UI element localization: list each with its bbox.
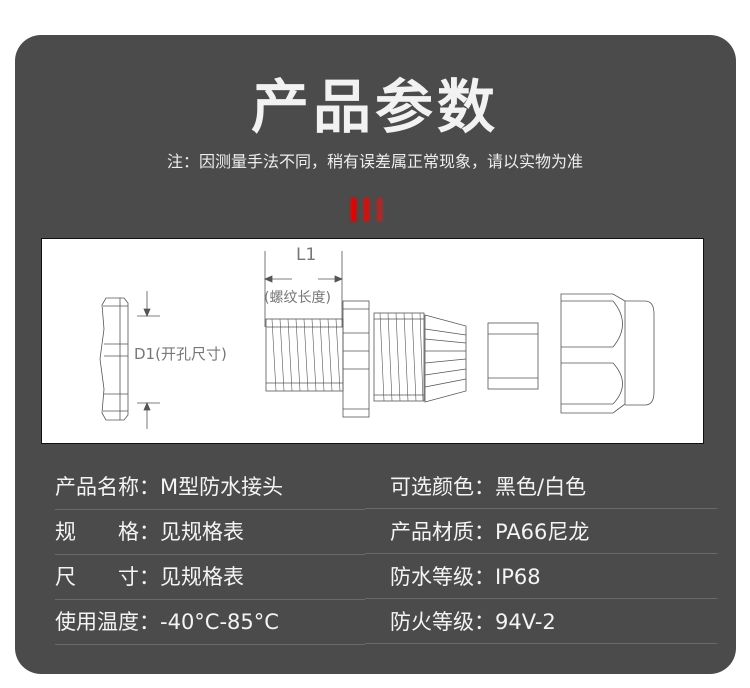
page-title: 产品参数	[250, 73, 499, 141]
spec-value: 见规格表	[160, 520, 244, 544]
decorative-bars-icon	[349, 198, 389, 224]
spec-value: PA66尼龙	[495, 520, 590, 544]
spec-key: 产品名称：	[55, 475, 160, 499]
spec-row-size: 尺 寸：见规格表	[55, 555, 365, 600]
d1-label: D1(开孔尺寸)	[134, 345, 227, 363]
measurement-note: 注：因测量手法不同，稍有误差属正常现象，请以实物为准	[166, 152, 583, 171]
spec-row-temperature: 使用温度：-40°C-85°C	[55, 600, 365, 645]
spec-key: 防水等级：	[390, 565, 495, 589]
spec-row-waterproof: 防水等级：IP68	[365, 555, 717, 599]
spec-value: -40°C-85°C	[160, 610, 279, 634]
spec-row-color: 可选颜色：黑色/白色	[365, 465, 717, 509]
spec-row-specification: 规 格：见规格表	[55, 510, 365, 555]
spec-key: 尺 寸：	[55, 565, 160, 589]
spec-value: 94V-2	[495, 610, 556, 634]
product-diagram: L1 (螺纹长度) D1(开孔尺寸)	[41, 238, 704, 444]
spec-key: 使用温度：	[55, 610, 160, 634]
connector-drawing-icon	[99, 251, 655, 429]
spec-value: IP68	[495, 565, 541, 589]
spec-key: 防火等级：	[390, 610, 495, 634]
spec-key: 规 格：	[55, 520, 160, 544]
spec-key: 可选颜色：	[390, 475, 495, 499]
spec-row-product-name: 产品名称：M型防水接头	[55, 465, 365, 510]
l1-label: L1	[296, 245, 317, 265]
spec-key: 产品材质：	[390, 520, 495, 544]
l1-description: (螺纹长度)	[264, 290, 331, 306]
spec-row-material: 产品材质：PA66尼龙	[365, 510, 717, 554]
spec-value: 黑色/白色	[495, 475, 587, 499]
spec-value: 见规格表	[160, 565, 244, 589]
spec-value: M型防水接头	[160, 475, 284, 499]
spec-row-fire-rating: 防火等级：94V-2	[365, 600, 717, 644]
